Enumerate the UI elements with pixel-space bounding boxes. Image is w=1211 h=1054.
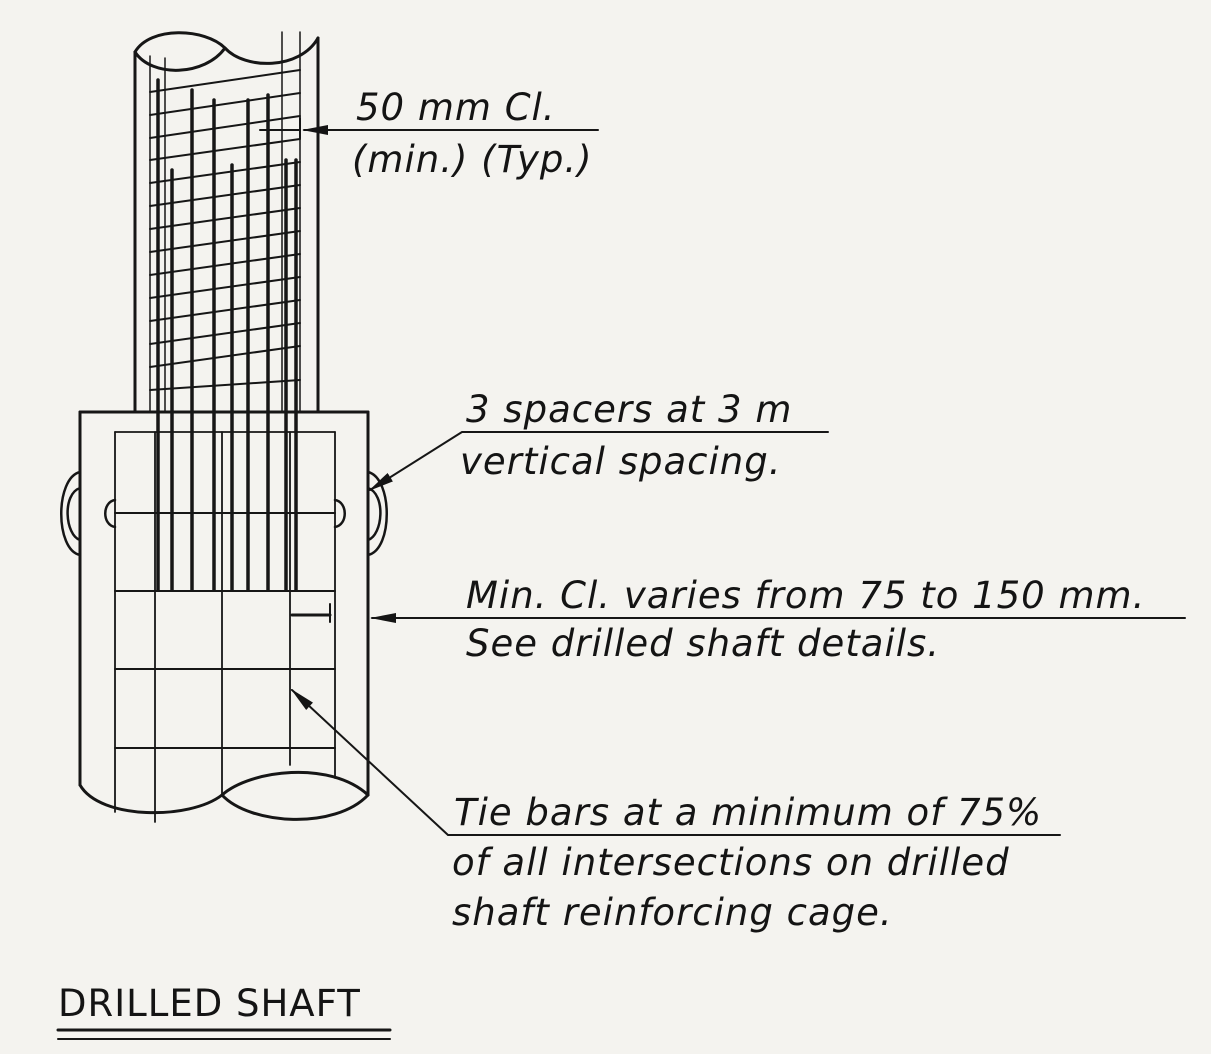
label-min-cover-line2: See drilled shaft details. — [466, 622, 941, 665]
label-spacers-line2: vertical spacing. — [460, 440, 782, 483]
drawing-title: DRILLED SHAFT — [58, 982, 361, 1025]
column-top-break — [133, 31, 320, 65]
spacer-left — [60, 470, 117, 557]
lower-shaft — [78, 410, 370, 823]
shaft-bottom-break — [78, 770, 370, 815]
label-cover-top-line2: (min.) (Typ.) — [352, 138, 593, 181]
label-min-cover-line1: Min. Cl. varies from 75 to 150 mm. — [466, 574, 1146, 617]
label-tie-bars-line3: shaft reinforcing cage. — [452, 891, 893, 934]
upper-column — [133, 31, 320, 414]
label-spacers-line1: 3 spacers at 3 m — [466, 388, 793, 431]
leader-tie-bars — [290, 688, 1061, 836]
label-cover-top-line1: 50 mm Cl. — [356, 86, 556, 129]
column-cage-verticals — [156, 78, 298, 592]
label-tie-bars-line1: Tie bars at a minimum of 75% — [454, 791, 1043, 834]
label-tie-bars-line2: of all intersections on drilled — [452, 841, 1010, 884]
column-spiral-ties — [149, 69, 301, 391]
leader-spacers — [368, 431, 829, 492]
